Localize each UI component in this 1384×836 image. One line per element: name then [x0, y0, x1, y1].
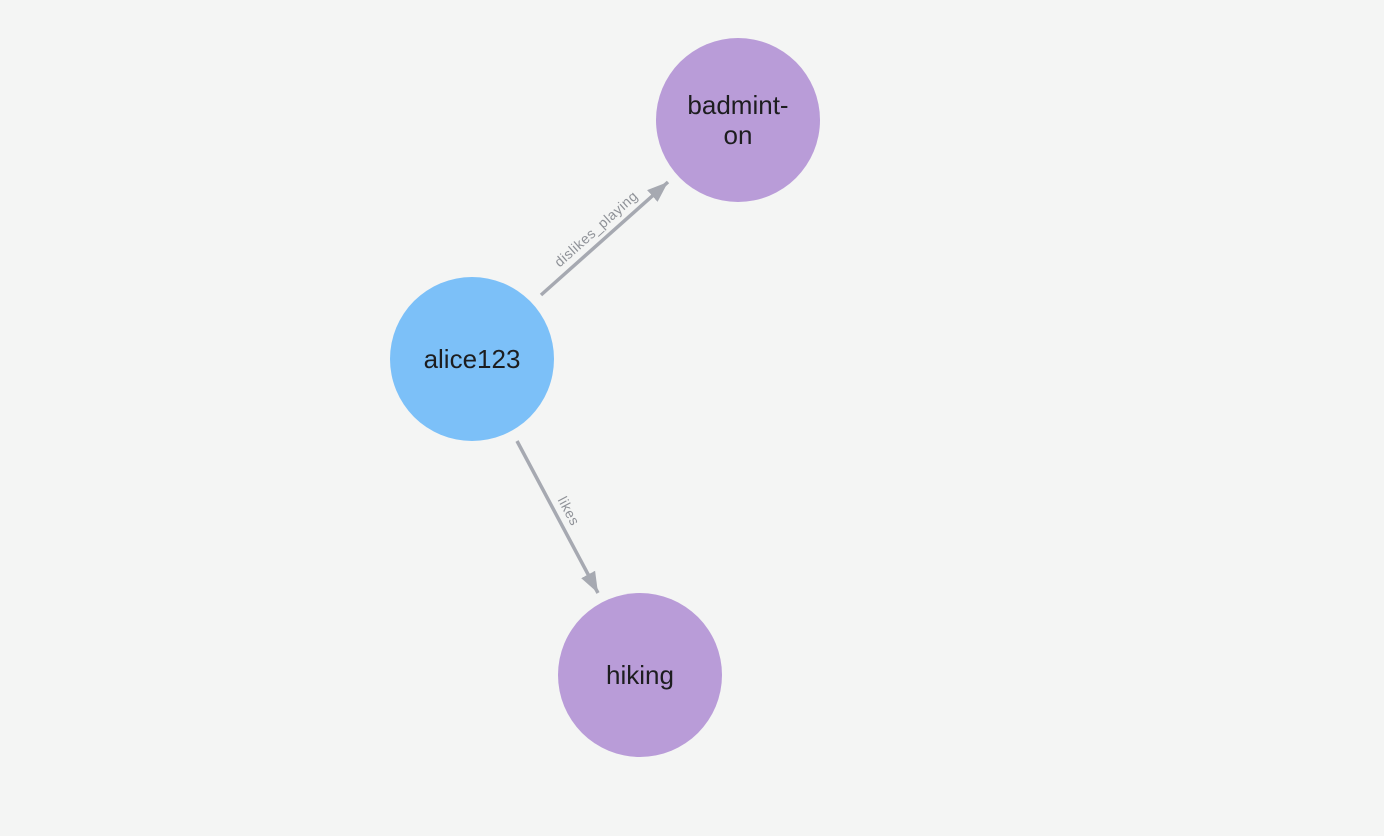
- node-label-alice123: alice123: [424, 344, 521, 374]
- node-circle-badminton[interactable]: [656, 38, 820, 202]
- edge-alice123-hiking: likes: [515, 440, 600, 594]
- node-label-line: badmint-: [687, 90, 788, 120]
- relationship-arrow[interactable]: [515, 440, 600, 594]
- node-label-line: on: [724, 120, 753, 150]
- node-alice123: alice123: [390, 277, 554, 441]
- node-label-line: alice123: [424, 344, 521, 374]
- node-circle-hiking[interactable]: [558, 593, 722, 757]
- node-label-line: hiking: [606, 660, 674, 690]
- relationship-label[interactable]: dislikes_playing: [551, 188, 641, 270]
- node-badminton: badmint-on: [656, 38, 820, 202]
- edge-alice123-badminton: dislikes_playing: [539, 180, 670, 297]
- node-circle-alice123[interactable]: [390, 277, 554, 441]
- node-hiking: hiking: [558, 593, 722, 757]
- node-label-badminton: badmint-on: [687, 90, 788, 150]
- relationship-arrow[interactable]: [539, 180, 670, 297]
- node-label-hiking: hiking: [606, 660, 674, 690]
